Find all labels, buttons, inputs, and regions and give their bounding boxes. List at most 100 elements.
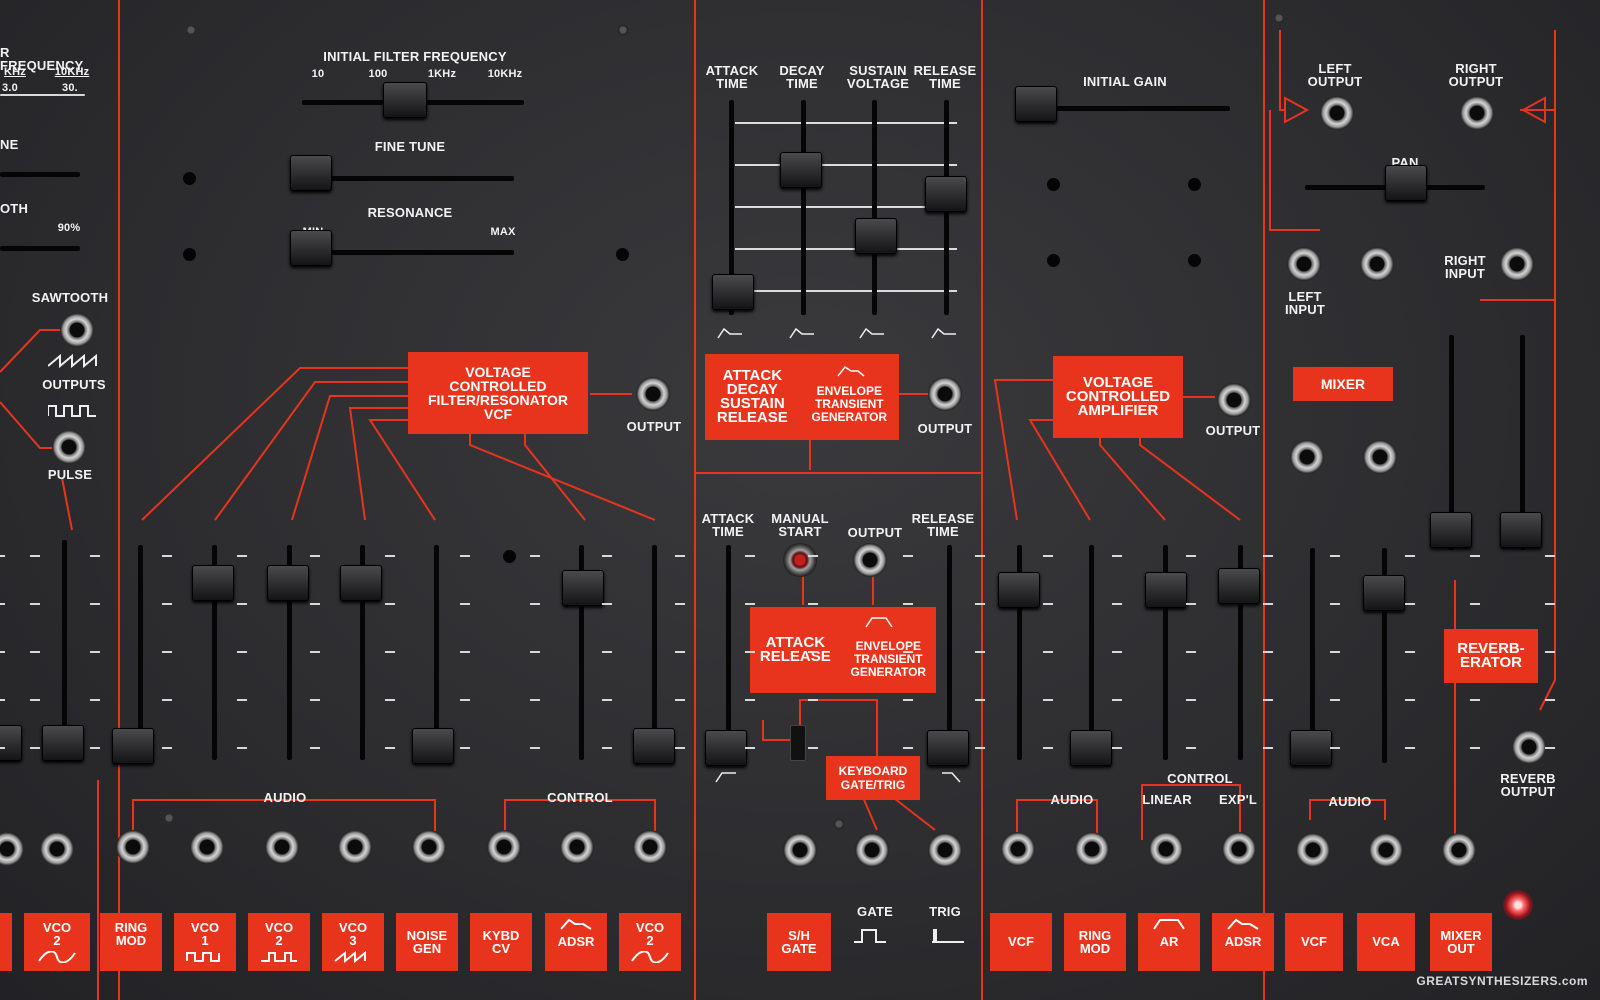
reverb-level-slider-knob[interactable] xyxy=(1430,512,1472,548)
sawtooth-output-jack[interactable] xyxy=(60,313,94,347)
pan-slider-knob[interactable] xyxy=(1385,165,1427,201)
initial-gain-slider-track[interactable] xyxy=(1030,106,1230,111)
ar-output-jack[interactable] xyxy=(853,543,887,577)
reverb-mix-slider-track[interactable] xyxy=(1520,335,1525,550)
vca-vcf-jack[interactable] xyxy=(1001,832,1035,866)
vcf-ring-mod-jack[interactable] xyxy=(116,830,150,864)
adsr-release-slider-knob[interactable] xyxy=(925,176,967,212)
vca-adsr-slider-knob[interactable] xyxy=(1218,568,1260,604)
adsr-decay-slider-knob[interactable] xyxy=(780,152,822,188)
mixer-vcf-slider-track[interactable] xyxy=(1310,548,1315,763)
resonance-slider-track[interactable] xyxy=(302,250,514,255)
adsr-sustain-slider-knob[interactable] xyxy=(855,218,897,254)
vca-ar-slider-knob[interactable] xyxy=(1145,572,1187,608)
vca-vcf-slider-knob[interactable] xyxy=(998,572,1040,608)
sh-gate-jack[interactable] xyxy=(783,833,817,867)
slider-scale-tick xyxy=(975,651,985,653)
fine-tune-slider-track[interactable] xyxy=(302,176,514,181)
vcf-vco1-slider-track[interactable] xyxy=(212,545,217,760)
vcf-kybd-slider-track[interactable] xyxy=(579,545,584,760)
reverb-mix-slider-knob[interactable] xyxy=(1500,512,1542,548)
initial-gain-slider-knob[interactable] xyxy=(1015,86,1057,122)
mixer-vca-slider-knob[interactable] xyxy=(1363,575,1405,611)
vcf-kybd-jack[interactable] xyxy=(487,830,521,864)
slider-scale-tick xyxy=(310,651,320,653)
vca-ring-mod-jack[interactable] xyxy=(1075,832,1109,866)
left-input-jack[interactable] xyxy=(1287,247,1321,281)
vco-pulse-width-slot[interactable] xyxy=(0,246,80,251)
vcf-ring-mod-slider-track[interactable] xyxy=(138,545,143,760)
mixer-audio-jack-1[interactable] xyxy=(1290,440,1324,474)
ar-release-time-label: RELEASE TIME xyxy=(911,511,975,539)
mixer-vcf-jack[interactable] xyxy=(1296,833,1330,867)
vcf-vco1-slider-knob[interactable] xyxy=(192,565,234,601)
mixer-input-jack[interactable] xyxy=(1360,247,1394,281)
fine-tune-partial-label: NE xyxy=(0,137,19,152)
vco-level-slider-track[interactable] xyxy=(62,540,67,755)
right-output-jack[interactable] xyxy=(1460,96,1494,130)
vcf-noise-slider-track[interactable] xyxy=(434,545,439,760)
vco-fine-tune-slot[interactable] xyxy=(0,172,80,177)
adsr-release-time-label: RELEASE TIME xyxy=(913,63,977,91)
vca-ring-mod-slider-knob[interactable] xyxy=(1070,730,1112,766)
vca-adsr-jack[interactable] xyxy=(1222,832,1256,866)
mixer-out-jack[interactable] xyxy=(1442,833,1476,867)
trig-jack[interactable] xyxy=(928,833,962,867)
adsr-output-jack[interactable] xyxy=(928,377,962,411)
vcf-ring-mod-slider-knob[interactable] xyxy=(112,728,154,764)
vco-partial-slider-knob[interactable] xyxy=(0,725,22,761)
pulse-output-jack[interactable] xyxy=(52,430,86,464)
resonance-slider-knob[interactable] xyxy=(290,230,332,266)
vca-adsr-slider-track[interactable] xyxy=(1238,545,1243,760)
vcf-noise-slider-knob[interactable] xyxy=(412,728,454,764)
vcf-vco3-jack[interactable] xyxy=(338,830,372,864)
manual-start-button[interactable] xyxy=(783,543,817,577)
adsr-attack-slider-track[interactable] xyxy=(729,100,734,315)
vcf-vco2b-jack[interactable] xyxy=(633,830,667,864)
vcf-vco3-slider-knob[interactable] xyxy=(340,565,382,601)
vcf-vco2-jack[interactable] xyxy=(265,830,299,864)
vca-vcf-slider-track[interactable] xyxy=(1017,545,1022,760)
vco-input-jack[interactable] xyxy=(40,832,74,866)
vcf-input-label: KYBD CV xyxy=(482,928,520,956)
fine-tune-slider-knob[interactable] xyxy=(290,155,332,191)
mixer-vca-jack[interactable] xyxy=(1369,833,1403,867)
vcf-output-jack[interactable] xyxy=(636,377,670,411)
gate-jack[interactable] xyxy=(855,833,889,867)
vco-level-slider-knob[interactable] xyxy=(42,725,84,761)
vcf-adsr-slider-knob[interactable] xyxy=(633,728,675,764)
filter-frequency-slider-knob[interactable] xyxy=(383,82,427,118)
right-input-label: RIGHT INPUT xyxy=(1444,253,1486,281)
vcf-input-label: ADSR xyxy=(557,934,595,949)
ar-attack-slider-track[interactable] xyxy=(726,545,731,760)
vcf-vco2-slider-knob[interactable] xyxy=(267,565,309,601)
mixer-audio-jack-2[interactable] xyxy=(1363,440,1397,474)
vcf-kybd-slider-knob[interactable] xyxy=(562,570,604,606)
vcf-vco3-slider-track[interactable] xyxy=(360,545,365,760)
adsr-attack-slider-knob[interactable] xyxy=(712,274,754,310)
mixer-vcf-slider-knob[interactable] xyxy=(1290,730,1332,766)
slider-scale-tick xyxy=(1470,699,1480,701)
left-output-jack[interactable] xyxy=(1320,96,1354,130)
right-input-jack[interactable] xyxy=(1500,247,1534,281)
vca-ar-jack[interactable] xyxy=(1149,832,1183,866)
vcf-noise-jack[interactable] xyxy=(412,830,446,864)
vcf-vco2-slider-track[interactable] xyxy=(287,545,292,760)
reverb-level-slider-track[interactable] xyxy=(1449,335,1454,550)
adsr-attack-time-label: ATTACK TIME xyxy=(705,63,759,91)
adsr-sustain-slider-track[interactable] xyxy=(872,100,877,315)
gate-trig-switch[interactable] xyxy=(790,725,806,761)
ar-attack-slider-knob[interactable] xyxy=(705,730,747,766)
vca-ar-slider-track[interactable] xyxy=(1163,545,1168,760)
vca-output-jack[interactable] xyxy=(1217,383,1251,417)
mixer-vca-slider-track[interactable] xyxy=(1382,548,1387,763)
vcf-adsr-jack[interactable] xyxy=(560,830,594,864)
ar-release-slider-knob[interactable] xyxy=(927,730,969,766)
vca-ring-mod-slider-track[interactable] xyxy=(1089,545,1094,760)
adsr-decay-slider-track[interactable] xyxy=(801,100,806,315)
vcf-vco1-jack[interactable] xyxy=(190,830,224,864)
reverb-output-jack[interactable] xyxy=(1512,730,1546,764)
ar-release-slider-track[interactable] xyxy=(947,545,952,760)
vcf-adsr-slider-track[interactable] xyxy=(652,545,657,760)
